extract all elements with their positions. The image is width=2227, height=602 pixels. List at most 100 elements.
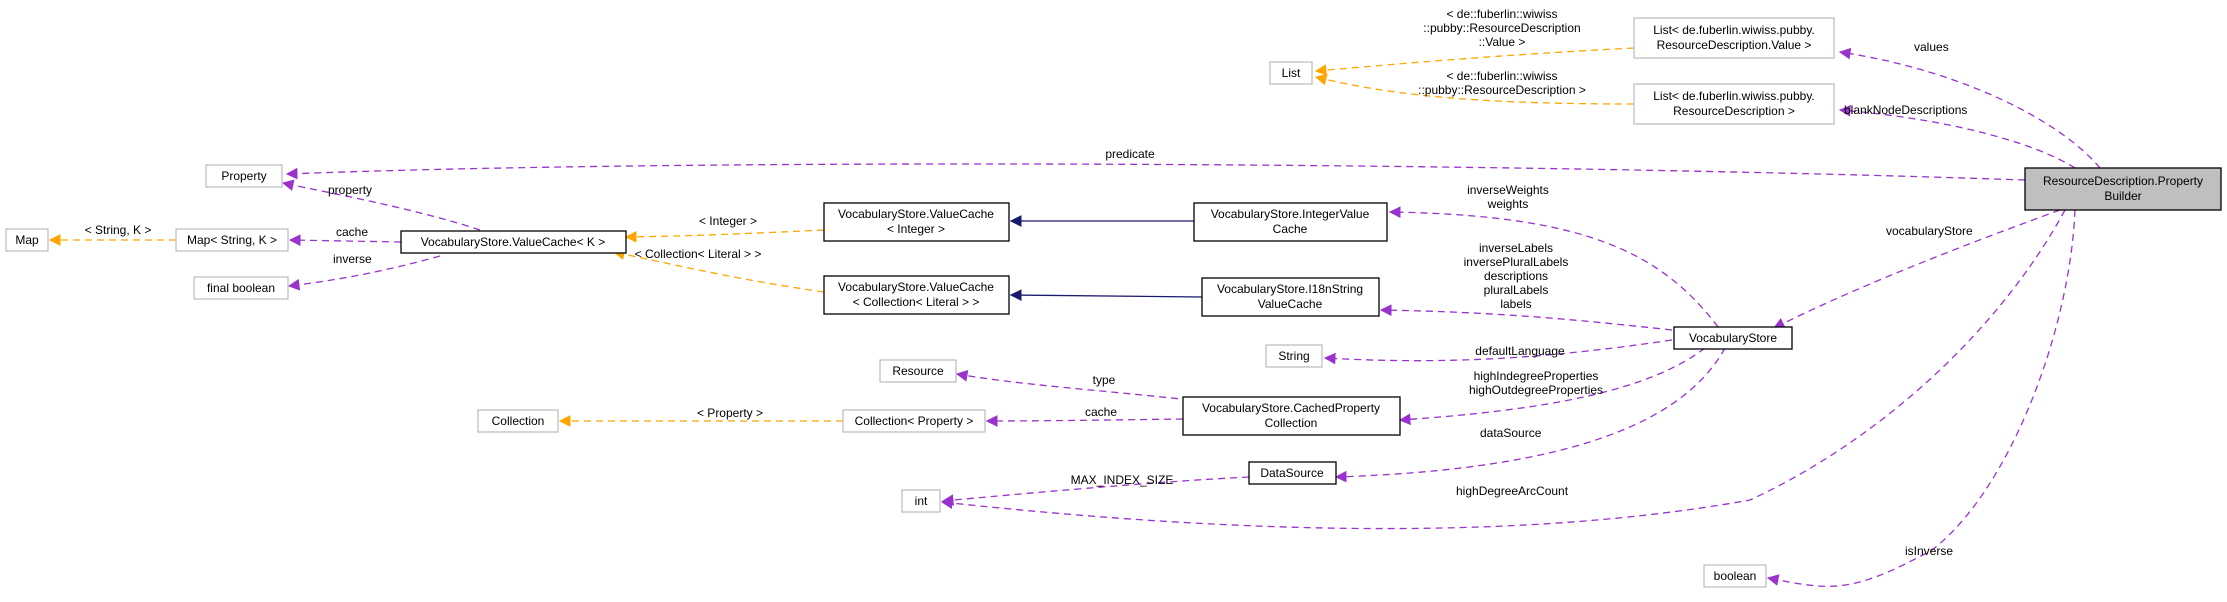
node-valuecache-k-label: VocabularyStore.ValueCache< K >: [421, 235, 606, 249]
label-property-tmpl: < Property >: [697, 406, 763, 420]
node-integer-value-cache-label-1: VocabularyStore.IntegerValue: [1211, 207, 1370, 221]
edge-list-rd-to-list: [1314, 73, 1635, 105]
label-plural-labels: pluralLabels: [1484, 283, 1549, 297]
edge-blank-node-descriptions: [1838, 105, 2076, 169]
node-string-label: String: [1278, 349, 1309, 363]
node-collection[interactable]: Collection: [477, 409, 559, 433]
label-string-k: < String, K >: [85, 223, 152, 237]
edge-property-from-valuecache: [281, 179, 481, 231]
label-value-tmpl-1: < de::fuberlin::wiwiss: [1446, 7, 1557, 21]
label-cache: cache: [336, 225, 368, 239]
node-list[interactable]: List: [1269, 61, 1313, 85]
label-inverse: inverse: [333, 252, 372, 266]
node-vc-collection[interactable]: VocabularyStore.ValueCache < Collection<…: [823, 275, 1010, 315]
node-list-rd[interactable]: List< de.fuberlin.wiwiss.pubby. Resource…: [1633, 83, 1835, 125]
node-list-value[interactable]: List< de.fuberlin.wiwiss.pubby. Resource…: [1633, 17, 1835, 59]
node-final-boolean-label: final boolean: [207, 281, 275, 295]
edge-vc-integer-to-valuecache: [624, 229, 825, 243]
node-cached-property-collection-label-2: Collection: [1265, 416, 1318, 430]
node-list-rd-label-1: List< de.fuberlin.wiwiss.pubby.: [1653, 89, 1815, 103]
node-vc-integer-label-2: < Integer >: [887, 222, 945, 236]
label-weights: weights: [1487, 197, 1529, 211]
node-resource[interactable]: Resource: [879, 359, 957, 383]
node-i18n-cache-label-2: ValueCache: [1258, 297, 1323, 311]
node-list-rd-label-2: ResourceDescription >: [1673, 104, 1795, 118]
edge-type: [955, 370, 1191, 401]
node-final-boolean[interactable]: final boolean: [193, 276, 289, 300]
node-cached-property-collection[interactable]: VocabularyStore.CachedProperty Collectio…: [1182, 396, 1401, 436]
edge-data-source: [1334, 347, 1726, 483]
label-high-indegree-properties: highIndegreeProperties: [1474, 369, 1599, 383]
node-resource-label: Resource: [892, 364, 944, 378]
node-property-builder-label-1: ResourceDescription.Property: [2043, 174, 2203, 188]
node-list-value-label-1: List< de.fuberlin.wiwiss.pubby.: [1653, 23, 1815, 37]
node-i18n-cache[interactable]: VocabularyStore.I18nString ValueCache: [1201, 277, 1380, 317]
label-value-tmpl-3: ::Value >: [1479, 35, 1526, 49]
node-collection-property[interactable]: Collection< Property >: [842, 409, 986, 433]
node-vc-collection-label-1: VocabularyStore.ValueCache: [838, 280, 994, 294]
node-int[interactable]: int: [901, 489, 941, 513]
edge-list-value-to-list: [1314, 47, 1635, 76]
node-vocabulary-store[interactable]: VocabularyStore: [1673, 326, 1793, 350]
label-type: type: [1093, 373, 1116, 387]
edge-high-degree-arc-count: [940, 209, 2066, 530]
label-rd-tmpl-1: < de::fuberlin::wiwiss: [1446, 69, 1557, 83]
edge-is-inverse: [1766, 209, 2076, 587]
edge-weights: [1388, 206, 1719, 328]
label-inverse-weights: inverseWeights: [1467, 183, 1549, 197]
node-data-source-label: DataSource: [1260, 466, 1324, 480]
edge-i18n-cache-to-vc-collection: [1009, 289, 1203, 301]
node-data-source[interactable]: DataSource: [1248, 461, 1337, 485]
label-values: values: [1914, 40, 1949, 54]
node-vc-collection-label-2: < Collection< Literal > >: [853, 295, 980, 309]
label-labels: labels: [1500, 297, 1531, 311]
node-list-label: List: [1282, 66, 1301, 80]
node-collection-label: Collection: [492, 414, 545, 428]
node-property-label: Property: [221, 169, 266, 183]
edge-default-language: [1323, 339, 1673, 365]
node-property-builder-label-2: Builder: [2104, 189, 2141, 203]
node-property-builder[interactable]: ResourceDescription.Property Builder: [2024, 167, 2222, 211]
edge-labels: [1379, 304, 1673, 331]
edge-values: [1838, 47, 2101, 169]
node-map-label: Map: [15, 233, 39, 247]
node-vocabulary-store-label: VocabularyStore: [1689, 331, 1777, 345]
label-predicate: predicate: [1105, 147, 1155, 161]
label-integer-tmpl: < Integer >: [699, 214, 757, 228]
edge-map-string-k-from-valuecache: [288, 234, 402, 247]
node-string[interactable]: String: [1265, 344, 1323, 368]
label-cache-collection: cache: [1085, 405, 1117, 419]
node-property[interactable]: Property: [205, 164, 283, 188]
node-int-label: int: [915, 494, 928, 508]
label-rd-tmpl-2: ::pubby::ResourceDescription >: [1418, 83, 1586, 97]
node-boolean[interactable]: boolean: [1703, 564, 1767, 588]
label-collection-literal-tmpl: < Collection< Literal > >: [635, 247, 762, 261]
node-boolean-label: boolean: [1714, 569, 1757, 583]
node-map-string-k[interactable]: Map< String, K >: [175, 228, 289, 252]
node-vc-integer-label-1: VocabularyStore.ValueCache: [838, 207, 994, 221]
label-is-inverse: isInverse: [1905, 544, 1953, 558]
label-property: property: [328, 183, 372, 197]
edge-final-boolean-from-valuecache: [287, 255, 441, 291]
label-inverse-plural-labels: inversePluralLabels: [1464, 255, 1569, 269]
label-descriptions: descriptions: [1484, 269, 1548, 283]
label-max-index-size: MAX_INDEX_SIZE: [1071, 473, 1174, 487]
edge-vc-collection-to-valuecache: [612, 248, 825, 293]
node-cached-property-collection-label-1: VocabularyStore.CachedProperty: [1202, 401, 1380, 415]
node-map[interactable]: Map: [5, 228, 49, 252]
node-vc-integer[interactable]: VocabularyStore.ValueCache < Integer >: [823, 202, 1010, 242]
label-data-source: dataSource: [1480, 426, 1542, 440]
label-vocabulary-store: vocabularyStore: [1886, 224, 1973, 238]
label-high-degree-arc-count: highDegreeArcCount: [1456, 484, 1569, 498]
label-inverse-labels: inverseLabels: [1479, 241, 1553, 255]
node-integer-value-cache[interactable]: VocabularyStore.IntegerValue Cache: [1193, 202, 1388, 242]
node-list-value-label-2: ResourceDescription.Value >: [1657, 38, 1812, 52]
label-high-outdegree-properties: highOutdegreeProperties: [1469, 383, 1603, 397]
node-i18n-cache-label-1: VocabularyStore.I18nString: [1217, 282, 1363, 296]
node-valuecache-k[interactable]: VocabularyStore.ValueCache< K >: [400, 230, 627, 254]
label-value-tmpl-2: ::pubby::ResourceDescription: [1423, 21, 1580, 35]
edge-max-index-size: [941, 476, 1250, 506]
label-default-language: defaultLanguage: [1475, 344, 1565, 358]
node-map-string-k-label: Map< String, K >: [187, 233, 277, 247]
